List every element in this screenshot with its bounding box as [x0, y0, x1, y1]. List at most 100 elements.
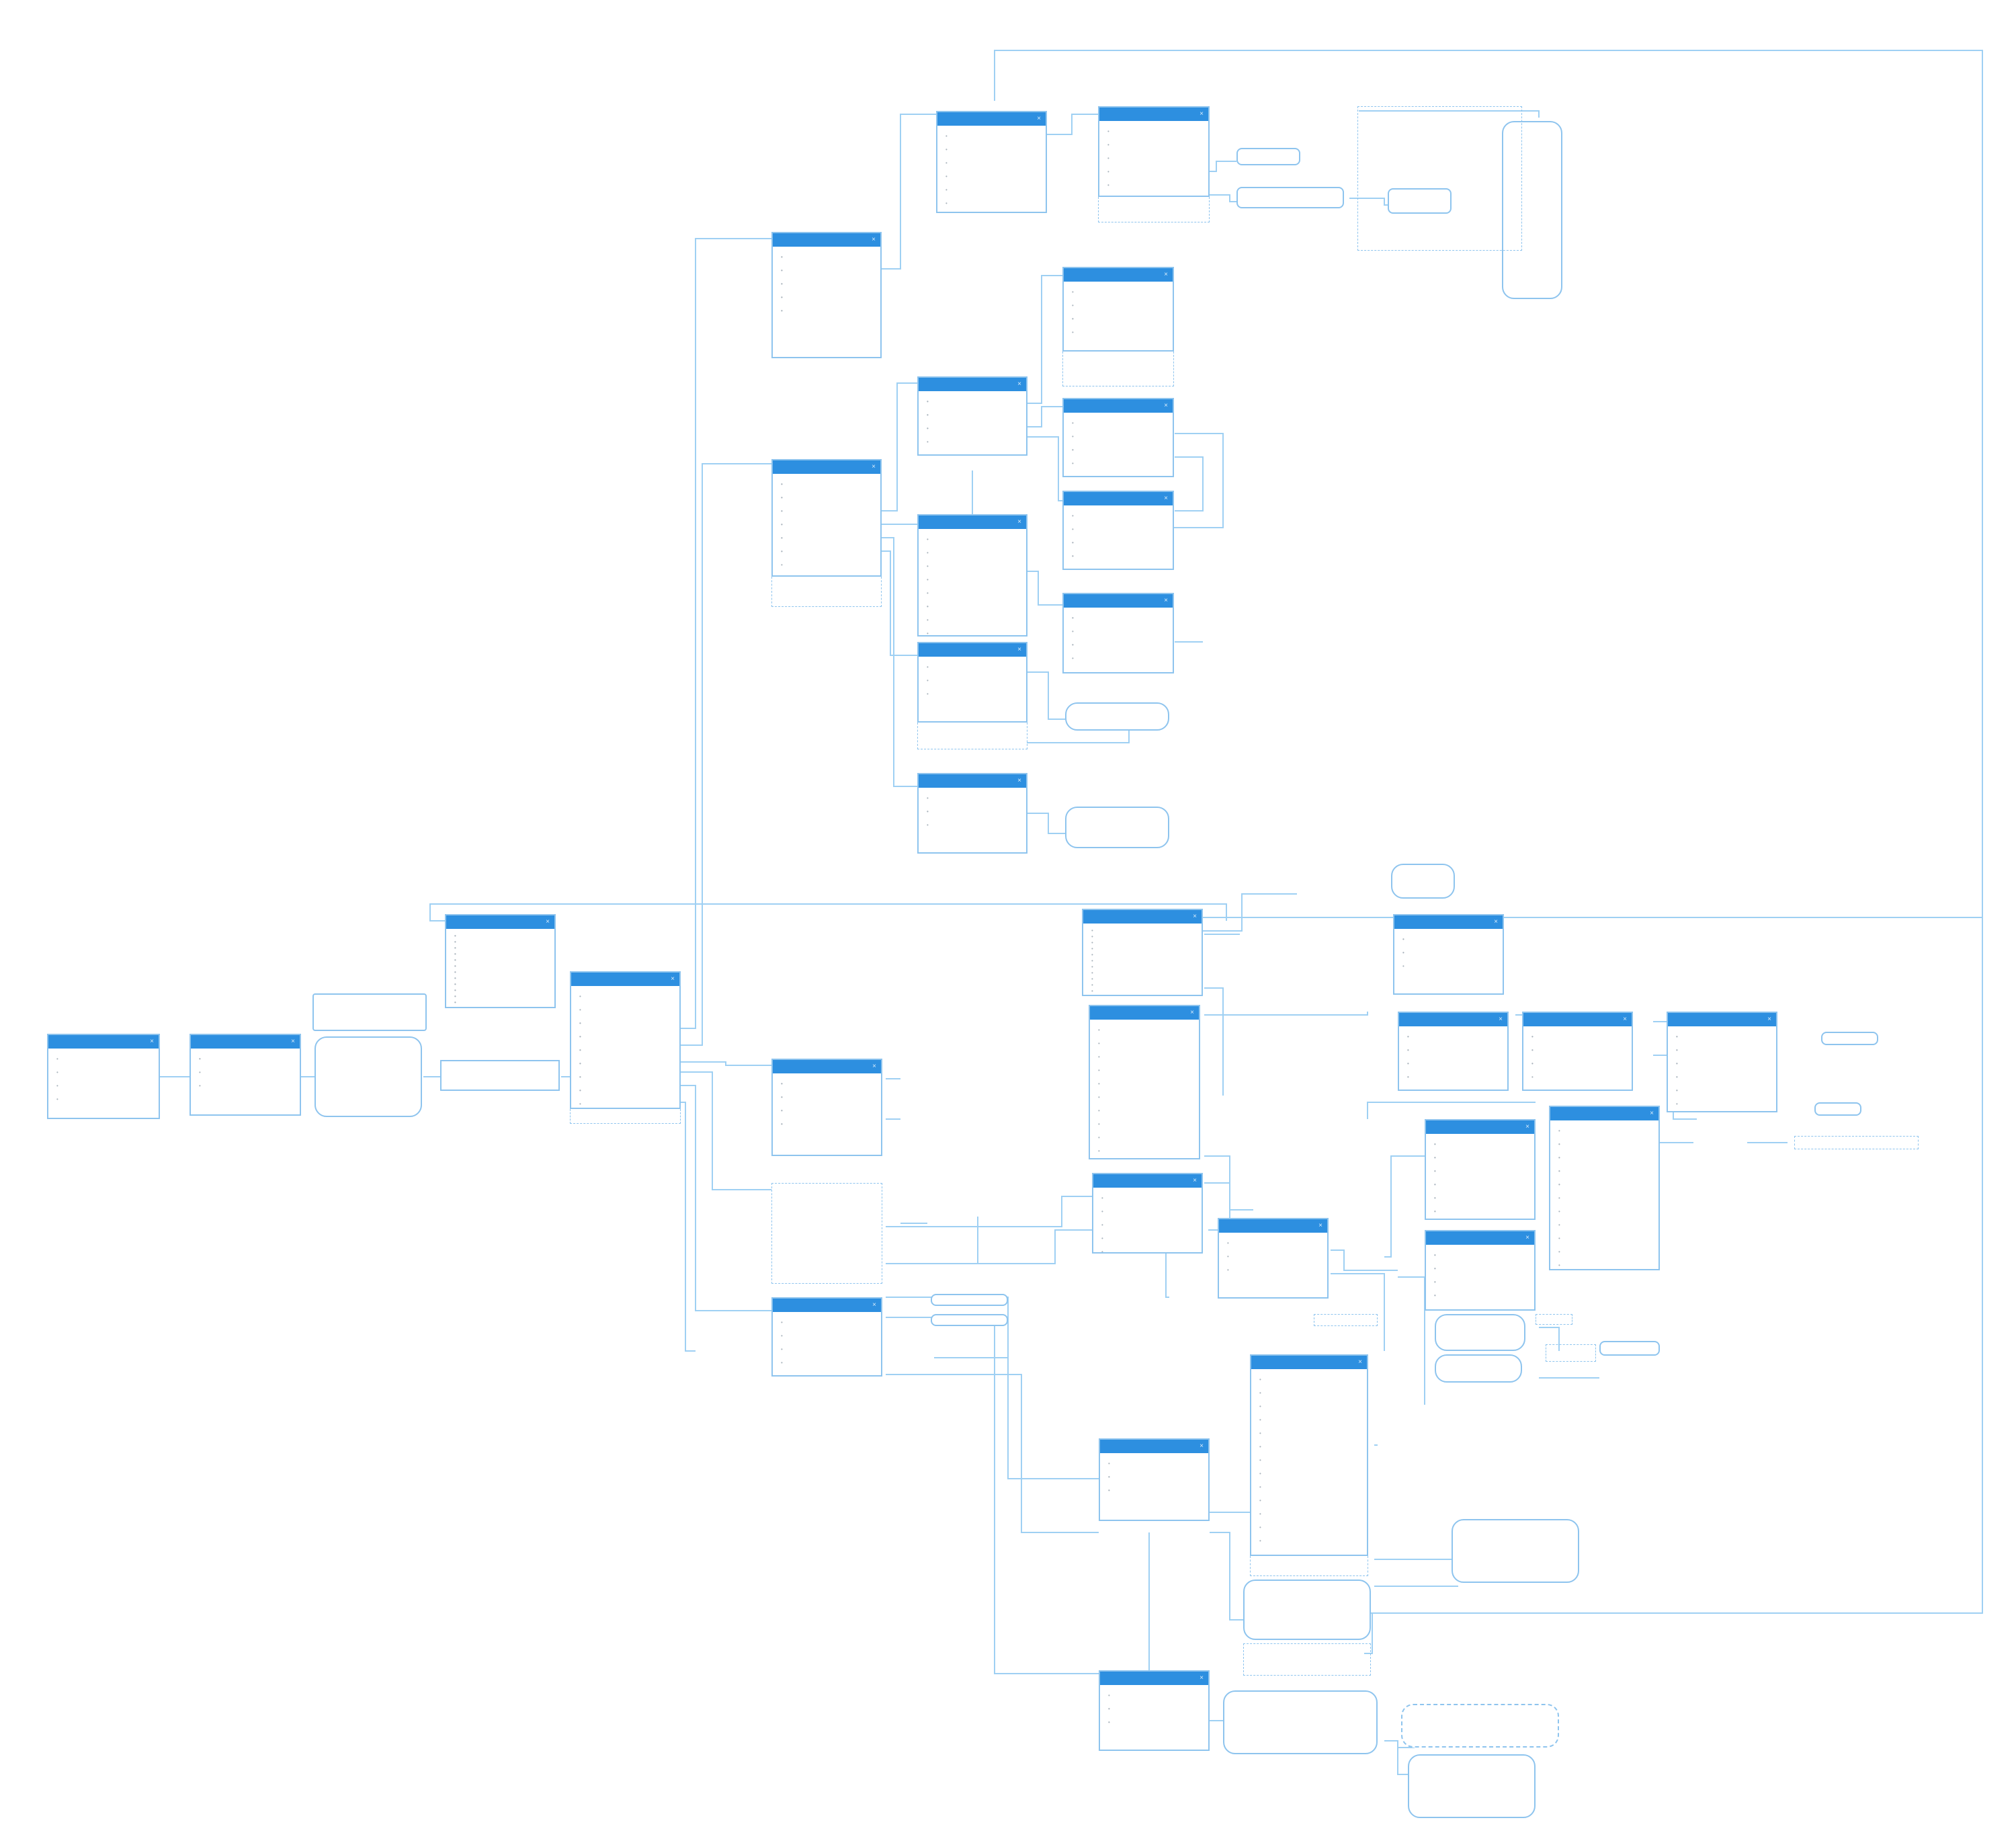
- node-list-item[interactable]: [1426, 1289, 1534, 1303]
- node-list-item[interactable]: [1083, 934, 1202, 940]
- node-list-item[interactable]: [571, 990, 679, 1003]
- node-list-item[interactable]: [1064, 457, 1173, 470]
- close-icon[interactable]: ×: [1650, 1110, 1654, 1117]
- node-list-item[interactable]: [773, 278, 880, 291]
- node-list-item[interactable]: [1083, 928, 1202, 934]
- home-node[interactable]: ×: [570, 971, 681, 1109]
- pill-button[interactable]: [931, 1314, 1008, 1326]
- node-list-item[interactable]: [446, 957, 554, 963]
- node-list-item[interactable]: [1426, 1138, 1534, 1151]
- shop-node[interactable]: ×: [917, 514, 1027, 637]
- node-list-item[interactable]: [919, 792, 1026, 805]
- node-list-item[interactable]: [1083, 970, 1202, 976]
- node-list-item[interactable]: [1426, 1192, 1534, 1205]
- node-list-item[interactable]: [1083, 976, 1202, 982]
- node-list-item[interactable]: [1550, 1178, 1658, 1192]
- node-list-item[interactable]: [1550, 1165, 1658, 1178]
- node-list-item[interactable]: [446, 975, 554, 981]
- node-list-item[interactable]: [919, 614, 1026, 627]
- ticket-node[interactable]: ×: [1250, 1354, 1368, 1556]
- close-icon[interactable]: ×: [150, 1038, 154, 1045]
- node-list-item[interactable]: [571, 1044, 679, 1057]
- node-list-item[interactable]: [1219, 1250, 1327, 1264]
- node-list-item[interactable]: [1399, 1030, 1507, 1044]
- node-list-item[interactable]: [919, 409, 1026, 422]
- node-list-item[interactable]: [1093, 1232, 1202, 1245]
- route-node-1[interactable]: ×: [1062, 267, 1174, 352]
- node-list-item[interactable]: [1251, 1467, 1367, 1481]
- node-list-item[interactable]: [1083, 982, 1202, 988]
- node-list-item[interactable]: [1099, 138, 1208, 152]
- node-list-item[interactable]: [919, 674, 1026, 688]
- node-list-item[interactable]: [48, 1079, 159, 1093]
- route-node-4[interactable]: ×: [1062, 593, 1174, 673]
- close-icon[interactable]: ×: [1017, 777, 1021, 784]
- node-list-item[interactable]: [446, 933, 554, 939]
- settings-node[interactable]: ×: [1089, 1005, 1200, 1159]
- node-list-item[interactable]: [1550, 1124, 1658, 1138]
- node-list-item[interactable]: [191, 1079, 300, 1093]
- close-icon[interactable]: ×: [1017, 518, 1021, 526]
- node-list-item[interactable]: [937, 130, 1046, 143]
- node-list-item[interactable]: [1090, 1145, 1199, 1158]
- node-list-item[interactable]: [1251, 1387, 1367, 1400]
- close-icon[interactable]: ×: [1525, 1234, 1529, 1241]
- notifications-node[interactable]: ×: [771, 1059, 882, 1156]
- node-list-item[interactable]: [773, 1077, 881, 1091]
- node-list-item[interactable]: [773, 304, 880, 318]
- node-list-item[interactable]: [773, 1329, 881, 1343]
- close-icon[interactable]: ×: [1164, 402, 1168, 409]
- node-list-item[interactable]: [1251, 1494, 1367, 1508]
- node-list-item[interactable]: [773, 559, 880, 572]
- node-list-item[interactable]: [1064, 509, 1173, 523]
- close-icon[interactable]: ×: [546, 918, 550, 926]
- node-list-item[interactable]: [1668, 1044, 1776, 1057]
- pill-button[interactable]: [1388, 188, 1452, 214]
- node-list-item[interactable]: [48, 1053, 159, 1066]
- node-list-item[interactable]: [1064, 430, 1173, 444]
- node-list-item[interactable]: [1083, 988, 1202, 994]
- node-list-item[interactable]: [1090, 1158, 1199, 1159]
- favorites-node[interactable]: ×: [917, 376, 1027, 456]
- payment-methods-node[interactable]: ×: [1092, 1173, 1203, 1254]
- node-list-item[interactable]: [1251, 1427, 1367, 1440]
- node-list-item[interactable]: [937, 170, 1046, 183]
- node-list-item[interactable]: [773, 1091, 881, 1104]
- close-icon[interactable]: ×: [1164, 495, 1168, 502]
- node-list-item[interactable]: [1399, 1071, 1507, 1084]
- map-node[interactable]: ×: [917, 773, 1027, 854]
- close-icon[interactable]: ×: [1193, 1177, 1197, 1184]
- node-list-item[interactable]: [1064, 523, 1173, 536]
- close-icon[interactable]: ×: [872, 463, 876, 470]
- node-list-item[interactable]: [48, 1066, 159, 1079]
- onboarding-node[interactable]: ×: [445, 914, 556, 1008]
- pass-node[interactable]: ×: [1549, 1106, 1660, 1270]
- node-list-item[interactable]: [1550, 1259, 1658, 1269]
- node-list-item[interactable]: [919, 533, 1026, 546]
- node-list-item[interactable]: [1083, 940, 1202, 946]
- close-icon[interactable]: ×: [1499, 1016, 1503, 1023]
- pill-button[interactable]: [1236, 187, 1344, 208]
- node-list-item[interactable]: [919, 436, 1026, 449]
- node-list-item[interactable]: [446, 945, 554, 951]
- node-list-item[interactable]: [571, 1057, 679, 1071]
- node-list-item[interactable]: [1100, 1484, 1208, 1498]
- node-list-item[interactable]: [1668, 1084, 1776, 1098]
- node-list-item[interactable]: [1550, 1232, 1658, 1245]
- pill-button[interactable]: [931, 1294, 1008, 1306]
- close-icon[interactable]: ×: [1318, 1222, 1322, 1229]
- node-list-item[interactable]: [1064, 612, 1173, 625]
- node-list-item[interactable]: [1090, 1077, 1199, 1091]
- close-icon[interactable]: ×: [1190, 1009, 1194, 1016]
- node-list-item[interactable]: [773, 518, 880, 532]
- filters-node[interactable]: ×: [1098, 106, 1210, 197]
- node-list-item[interactable]: [1064, 417, 1173, 430]
- node-list-item[interactable]: [773, 1118, 881, 1131]
- close-icon[interactable]: ×: [1017, 380, 1021, 388]
- node-list-item[interactable]: [1550, 1205, 1658, 1219]
- close-icon[interactable]: ×: [1358, 1358, 1362, 1366]
- node-list-item[interactable]: [446, 963, 554, 969]
- node-list-item[interactable]: [446, 951, 554, 957]
- close-icon[interactable]: ×: [1200, 1442, 1204, 1450]
- node-list-item[interactable]: [1090, 1104, 1199, 1118]
